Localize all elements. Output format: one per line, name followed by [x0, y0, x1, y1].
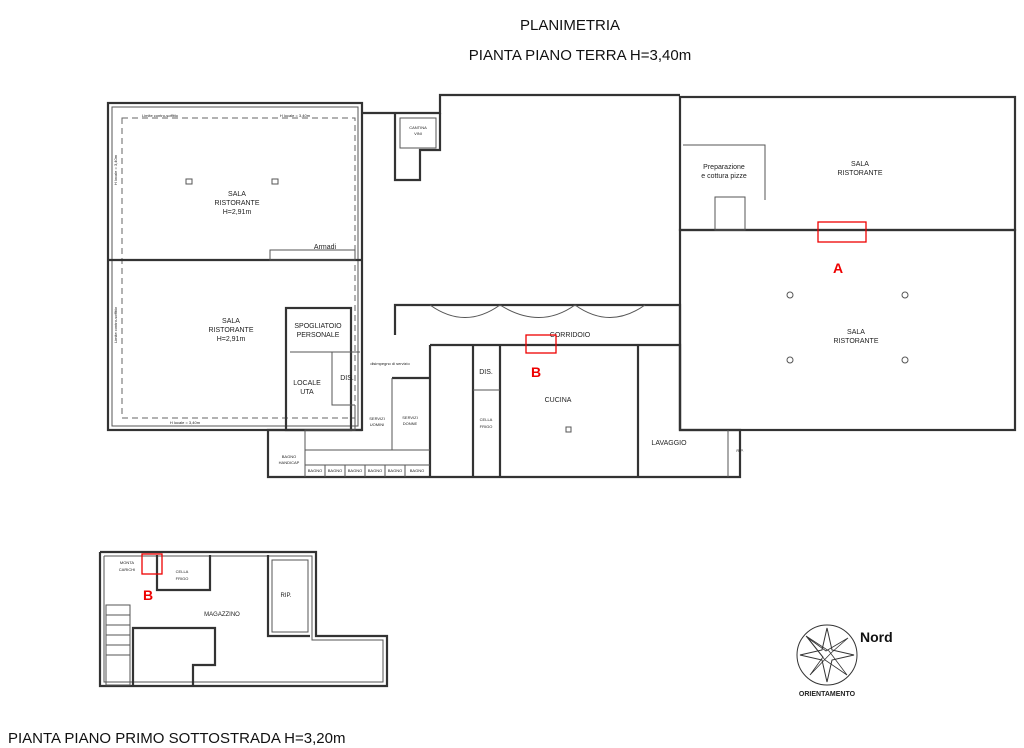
room-label: SALA — [851, 161, 869, 168]
ground-floor-title: PIANTA PIANO TERRA H=3,40m — [469, 47, 691, 64]
basement-labels: MONTA CARICHI CELLA FRIGO MAGAZZINO RIP.… — [8, 553, 345, 747]
compass-icon — [796, 624, 858, 686]
marker-b: B — [531, 364, 541, 380]
room-label: SPOGLIATOIO — [294, 323, 342, 330]
room-height-note-bottom: H locale = 3,40m — [170, 420, 201, 425]
room-label: FRIGO — [176, 576, 189, 581]
compass-label: ORIENTAMENTO — [799, 691, 856, 698]
room-label: CARICHI — [119, 567, 135, 572]
highlight-box-b — [525, 334, 557, 354]
room-label: SERVIZI — [369, 416, 385, 421]
room-label: RIP. — [281, 593, 292, 599]
room-label: RISTORANTE — [209, 327, 254, 334]
room-label: DIS. — [479, 369, 493, 376]
room-label: CORRIDOIO — [550, 332, 591, 339]
ground-floor-labels: Limite contro-soffitto H locale = 3,40m … — [113, 113, 883, 473]
marker-b-basement: B — [143, 587, 153, 603]
ceiling-limit-note-side: Limite contro-soffitto — [113, 306, 118, 343]
room-label: CELLA — [176, 569, 189, 574]
room-label: H=2,91m — [223, 209, 252, 216]
room-label: disimpegno di servizio — [370, 361, 410, 366]
room-label: MONTA — [120, 560, 134, 565]
room-label: CELLA — [480, 417, 493, 422]
room-label: CUCINA — [545, 397, 572, 404]
room-label: LAVAGGIO — [651, 440, 687, 447]
plan-title: PLANIMETRIA — [520, 17, 620, 34]
room-label: LOCALE — [293, 380, 321, 387]
room-label: PERSONALE — [297, 332, 340, 339]
room-label: UTA — [300, 389, 314, 396]
room-label: SALA — [228, 191, 246, 198]
room-label: UOMINI — [370, 422, 384, 427]
room-label: HANDICAP — [279, 460, 300, 465]
room-height-note-side: H locale = 3,40m — [113, 154, 118, 185]
room-label: BAGNO — [328, 468, 342, 473]
room-label: RISTORANTE — [838, 170, 883, 177]
room-label: RIP. — [736, 448, 743, 453]
marker-a: A — [833, 260, 843, 276]
room-label: SALA — [222, 318, 240, 325]
basement-title: PIANTA PIANO PRIMO SOTTOSTRADA H=3,20m — [8, 730, 345, 747]
room-label: Armadi — [314, 244, 337, 251]
room-label: RISTORANTE — [834, 338, 879, 345]
compass-north-label: Nord — [860, 629, 893, 645]
room-label: H=2,91m — [217, 336, 246, 343]
room-label: BAGNO — [410, 468, 424, 473]
room-label: BAGNO — [348, 468, 362, 473]
highlight-box-a — [817, 221, 867, 243]
ground-floor-walls — [106, 93, 1017, 479]
room-label: SALA — [847, 329, 865, 336]
room-label: SERVIZI — [402, 415, 418, 420]
room-label: FRIGO — [480, 424, 493, 429]
room-label: RISTORANTE — [215, 200, 260, 207]
room-label: BAGNO — [388, 468, 402, 473]
room-label: e cottura pizze — [701, 173, 747, 180]
room-label: BAGNO — [308, 468, 322, 473]
basement-walls — [98, 550, 389, 688]
room-label: Preparazione — [703, 164, 745, 171]
ceiling-limit-note: Limite contro-soffitto — [142, 113, 179, 118]
room-label: BAGNO — [282, 454, 296, 459]
room-label: DIS. — [340, 375, 354, 382]
room-label: CANTINA — [409, 125, 427, 130]
highlight-box-b-basement — [141, 553, 163, 575]
room-label: BAGNO — [368, 468, 382, 473]
room-height-note: H locale = 3,40m — [280, 113, 311, 118]
room-label: DONNE — [403, 421, 418, 426]
room-label: VINI — [414, 131, 422, 136]
room-label: MAGAZZINO — [204, 612, 240, 618]
